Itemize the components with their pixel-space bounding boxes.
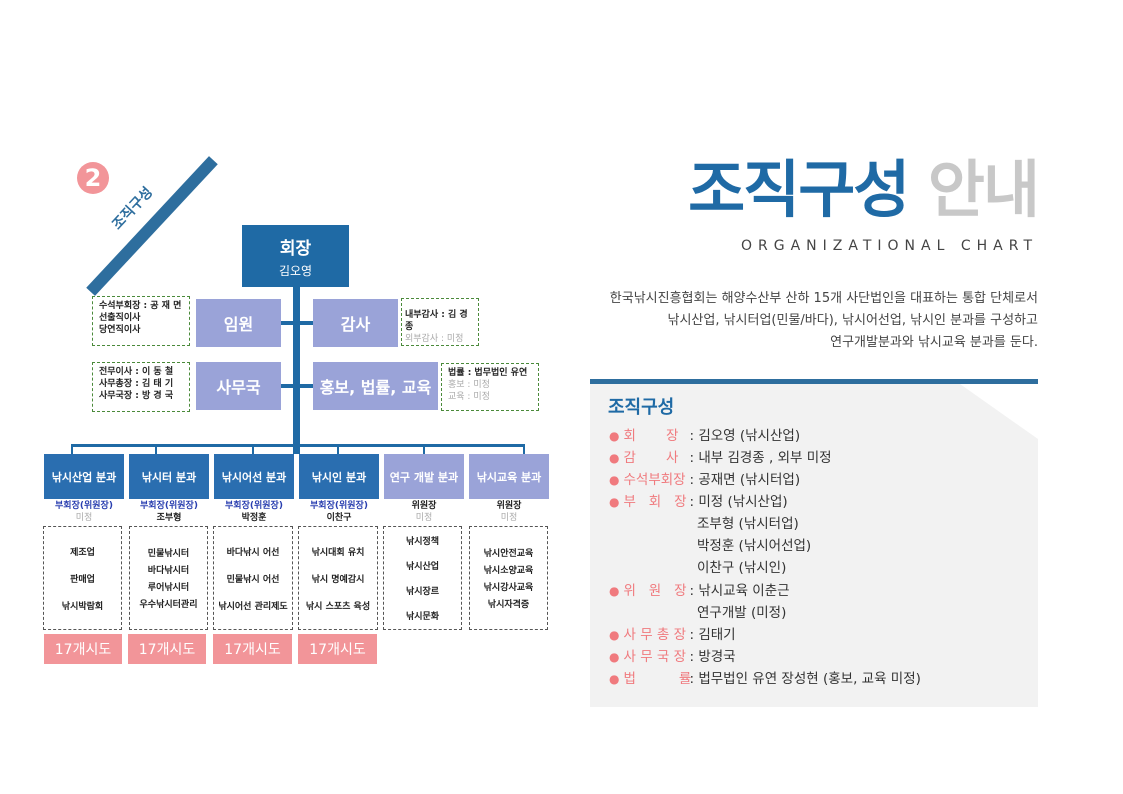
panel-row: 연구개발 (미정)	[697, 605, 787, 621]
panel-row: ●법 률: 법무법인 유연 장성현 (홍보, 교육 미정)	[609, 671, 921, 687]
division-box: 낚시교육 분과	[469, 454, 549, 499]
division-vice: 부회장(위원장) 조부형	[140, 501, 198, 523]
secretariat-box: 사무국	[196, 362, 281, 410]
division-vice: 부회장(위원장) 미정	[55, 501, 113, 523]
division-items: 낚시정책 낚시산업 낚시장르 낚시문화	[383, 526, 462, 630]
bullet-icon: ●	[609, 584, 620, 598]
panel-row: ●감 사: 내부 김경종 , 외부 미정	[609, 450, 832, 466]
panel-corner	[960, 384, 1038, 439]
division-box: 낚시터 분과	[129, 454, 209, 499]
audit-box: 감사	[313, 299, 398, 347]
panel-row: ●수석부회장: 공재면 (낚시터업)	[609, 472, 801, 488]
panel-row: ●부 회 장: 미정 (낚시산업)	[609, 494, 788, 510]
bullet-icon: ●	[609, 628, 620, 642]
bullet-icon: ●	[609, 429, 620, 443]
division-items: 낚시안전교육 낚시소양교육 낚시강사교육 낚시자격증	[469, 526, 548, 630]
drop-line	[252, 444, 254, 454]
division-region: 17개시도	[128, 634, 206, 664]
division-items: 바다낚시 어선 민물낚시 어선 낚시어선 관리제도	[213, 526, 293, 630]
title-light: 안내	[927, 153, 1040, 226]
tag-number-badge: 2	[77, 162, 109, 194]
panel-row: 박정훈 (낚시어선업)	[697, 538, 812, 554]
intro-text: 한국낚시진흥협회는 해양수산부 산하 15개 사단법인을 대표하는 통합 단체로…	[609, 291, 1038, 350]
panel-row: ●사 무 총 장: 김태기	[609, 627, 736, 643]
division-vice: 위원장 미정	[411, 501, 437, 523]
division-items: 민물낚시터 바다낚시터 루어낚시터 우수낚시터관리	[129, 526, 208, 630]
page-subtitle: ORGANIZATIONAL CHART	[741, 238, 1038, 254]
panel-row: ●위 원 장: 낚시교육 이춘근	[609, 583, 790, 599]
executives-box: 임원	[196, 299, 281, 347]
panel-row: 이찬구 (낚시인)	[697, 560, 787, 576]
division-bar-line	[71, 444, 525, 447]
president-box: 회장 김오영	[242, 225, 349, 287]
title-dark: 조직구성	[688, 153, 910, 226]
bullet-icon: ●	[609, 650, 620, 664]
panel-row: ●사 무 국 장: 방경국	[609, 649, 736, 665]
exec-branch-line	[281, 321, 313, 325]
panel-row: ●회 장: 김오영 (낚시산업)	[609, 428, 801, 444]
bullet-icon: ●	[609, 672, 620, 686]
info-panel	[590, 379, 1038, 707]
bullet-icon: ●	[609, 495, 620, 509]
trunk-line	[293, 286, 300, 454]
bullet-icon: ●	[609, 451, 620, 465]
division-vice: 위원장 미정	[496, 501, 522, 523]
division-region: 17개시도	[298, 634, 377, 664]
sec-branch-line	[281, 384, 313, 388]
drop-line	[423, 444, 425, 454]
bullet-icon: ●	[609, 473, 620, 487]
drop-line	[337, 444, 339, 454]
panel-row: 조부형 (낚시터업)	[697, 516, 799, 532]
president-title: 회장	[279, 238, 312, 259]
division-vice: 부회장(위원장) 박정훈	[225, 501, 283, 523]
division-vice: 부회장(위원장) 이찬구	[310, 501, 368, 523]
executives-notes: 수석부회장 : 공 재 면 선출직이사 당연직이사	[92, 296, 190, 346]
president-name: 김오영	[278, 263, 313, 278]
panel-title: 조직구성	[608, 397, 675, 418]
pr-notes: 법률 : 법무법인 유연 홍보 : 미정 교육 : 미정	[441, 363, 539, 411]
division-box: 낚시인 분과	[299, 454, 379, 499]
division-box: 낚시어선 분과	[214, 454, 294, 499]
division-region: 17개시도	[44, 634, 122, 664]
secretariat-notes: 전무이사 : 이 동 철 사무총장 : 김 태 기 사무국장 : 방 경 국	[92, 362, 190, 412]
page-title: 조직구성 안내	[688, 150, 1040, 230]
drop-line	[155, 444, 157, 454]
drop-line	[71, 444, 73, 454]
division-items: 낚시대회 유치 낚시 명예감시 낚시 스포츠 육성	[298, 526, 378, 630]
pr-box: 홍보, 법률, 교육	[313, 362, 438, 410]
division-region: 17개시도	[213, 634, 292, 664]
division-items: 제조업 판매업 낚시박람회	[43, 526, 122, 630]
division-box: 낚시산업 분과	[44, 454, 124, 499]
audit-notes: 내부감사 : 김 경 종 외부감사 : 미정	[401, 298, 479, 346]
division-box: 연구 개발 분과	[384, 454, 464, 499]
drop-line	[523, 444, 525, 454]
